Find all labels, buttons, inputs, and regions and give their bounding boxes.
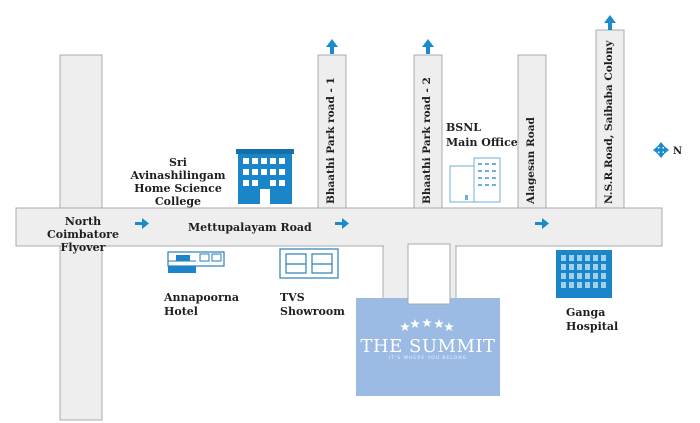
venue-tagline: IT'S WHERE YOU BELONG (388, 356, 468, 361)
annapoorna-label: Annapoorna Hotel (164, 291, 239, 318)
venue-stars (400, 318, 454, 331)
up-arrow-icon (326, 39, 338, 54)
compass-label: N (673, 146, 683, 157)
direction-arrows (135, 218, 549, 229)
hotel-building-icon (167, 251, 225, 273)
direction-arrow-icon (535, 218, 549, 229)
direction-arrow-icon (335, 218, 349, 229)
bhaathi-road-2-label: Bhaathi Park road - 2 (421, 77, 433, 204)
direction-arrow-icon (135, 218, 149, 229)
bhaathi-road-1-label: Bhaathi Park road - 1 (325, 77, 337, 204)
venue-name: THE SUMMIT (360, 336, 496, 357)
showroom-building-icon (279, 248, 339, 279)
bhaathi-road-2 (413, 54, 443, 231)
bsnl-building-icon (449, 157, 501, 203)
up-arrow-icon (422, 39, 434, 54)
up-arrow-icon (604, 15, 616, 30)
alagesan-road (517, 54, 547, 231)
road-end-arrows (326, 15, 616, 54)
college-label: Sri Avinashilingam Home Science College (130, 156, 226, 208)
hospital-building-icon (556, 250, 612, 298)
college-building-icon (236, 149, 294, 204)
main-road-label: Mettupalayam Road (188, 221, 312, 234)
nsr-road-label: N.S.R.Road, Saibaba Colony (603, 40, 615, 204)
bsnl-label: BSNL Main Office (446, 121, 518, 149)
flyover-label: North Coimbatore Flyover (47, 215, 119, 254)
ganga-label: Ganga Hospital (566, 306, 619, 333)
bhaathi-road-1 (317, 54, 347, 231)
alagesan-road-label: Alagesan Road (525, 117, 537, 204)
summit-venue-block (356, 243, 500, 396)
tvs-label: TVS Showroom (280, 291, 345, 318)
compass-icon (653, 142, 669, 158)
